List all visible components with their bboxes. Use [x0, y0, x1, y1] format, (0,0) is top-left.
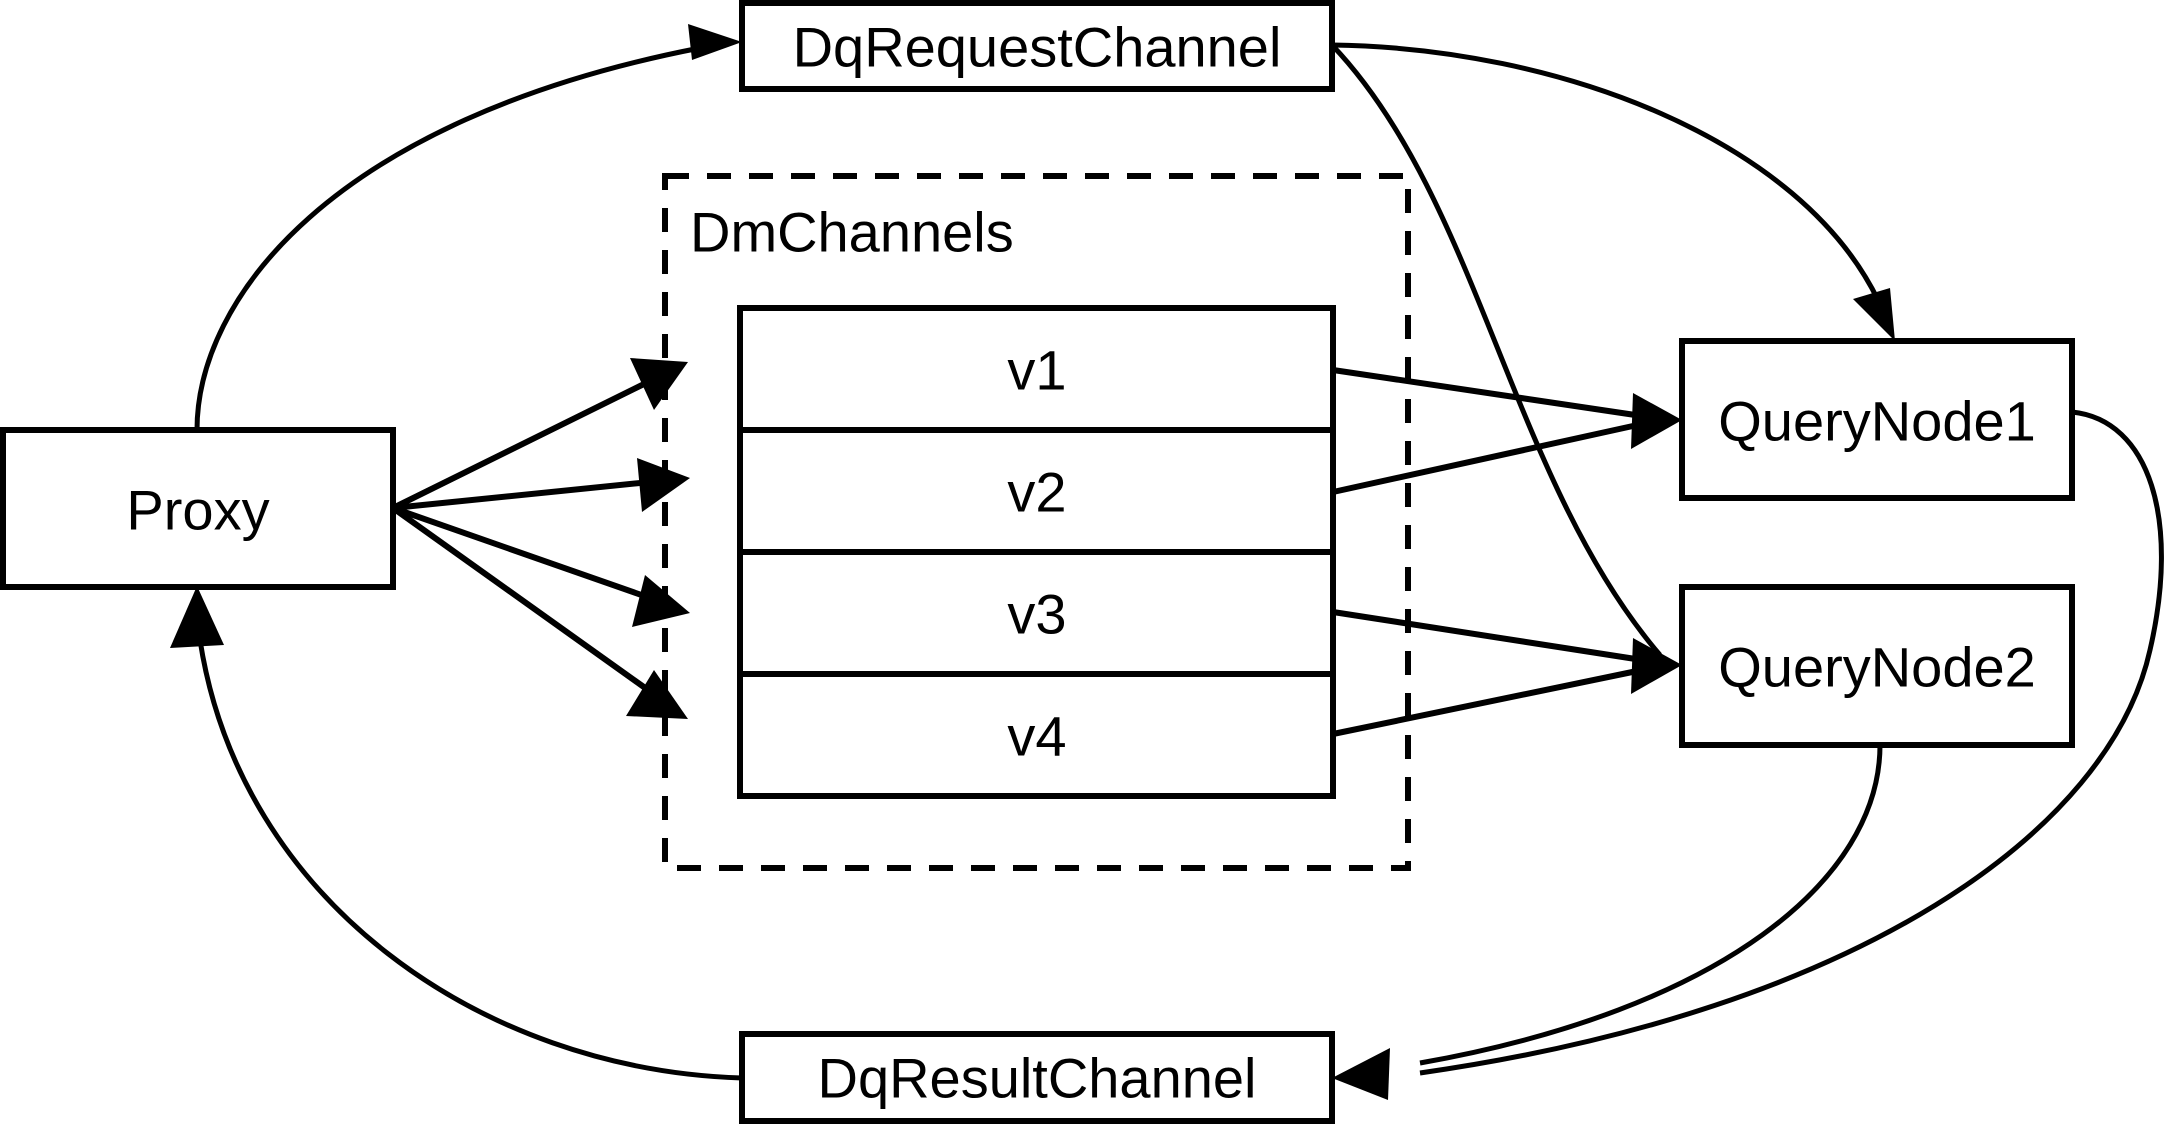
edge-dq-result-channel-to-proxy: [170, 586, 743, 1081]
edge-path: [392, 479, 651, 511]
edge-v2-to-query-node1: [1332, 393, 1682, 495]
dq-request-channel-box[interactable]: [739, 0, 1335, 92]
dm-channel-row-label: v2: [1007, 461, 1066, 524]
dm-channel-row-label: v3: [1007, 583, 1066, 646]
node-proxy[interactable]: Proxy: [0, 427, 396, 590]
dm-channels-group: DmChannels: [662, 173, 1411, 871]
dq-request-channel-label: DqRequestChannel: [793, 16, 1282, 79]
dq-result-channel-label: DqResultChannel: [818, 1047, 1257, 1110]
edge-v1-to-query-node1: [1332, 367, 1643, 419]
edge-path: [197, 639, 743, 1081]
arrowhead-icon: [1332, 1048, 1390, 1100]
query-node1-label: QueryNode1: [1718, 390, 2036, 453]
edge-dq-request-channel-to-query-node1: [1331, 42, 1895, 341]
edge-v3-to-query-node2: [1332, 609, 1643, 663]
edge-query-node1-to-dq-result-channel: [1419, 409, 2164, 1076]
edge-proxy-to-v3: [392, 505, 690, 627]
node-query-node2[interactable]: QueryNode2: [1679, 584, 2075, 748]
edge-path: [391, 379, 650, 511]
arrowhead-icon: [632, 575, 690, 627]
arrowhead-icon: [630, 358, 688, 410]
edge-path: [1419, 409, 2164, 1076]
arrowhead-icon: [170, 586, 224, 648]
edge-proxy-to-dq-request-channel: [194, 24, 742, 431]
edge-path: [1332, 609, 1643, 663]
node-dq-request-channel[interactable]: DqRequestChannel: [739, 0, 1335, 92]
arrowhead-icon: [637, 458, 690, 512]
arrowhead-icon: [1631, 393, 1682, 449]
dm-channels-table: v1 v2 v3 v4: [737, 305, 1336, 799]
arrowhead-icon: [626, 670, 688, 719]
query-node2-label: QueryNode2: [1718, 636, 2036, 699]
edge-proxy-to-v4: [391, 505, 688, 719]
dm-channel-row-label: v4: [1007, 705, 1066, 768]
edge-path: [194, 45, 701, 431]
edge-path: [1332, 367, 1643, 419]
dq-result-channel-box[interactable]: [739, 1031, 1335, 1124]
dm-channel-row-v3[interactable]: v3: [1007, 583, 1066, 646]
edge-path: [1331, 42, 1881, 302]
dm-channels-label: DmChannels: [690, 201, 1014, 264]
edge-dq-request-channel-to-query-node2: [1330, 43, 1662, 657]
arrowhead-icon: [1853, 288, 1895, 341]
proxy-box[interactable]: [0, 427, 396, 590]
node-query-node1[interactable]: QueryNode1: [1679, 338, 2075, 501]
edge-query-node2-to-dq-result-channel: [1332, 744, 1883, 1100]
edge-path: [392, 505, 651, 601]
arrowhead-icon: [688, 24, 742, 60]
edge-path: [1332, 421, 1643, 495]
proxy-label: Proxy: [126, 479, 269, 542]
dm-channel-row-v4[interactable]: v4: [1007, 705, 1066, 768]
edge-path: [1330, 43, 1662, 657]
edge-path: [1332, 667, 1643, 737]
dm-channel-row-label: v1: [1007, 339, 1066, 402]
edge-path: [391, 505, 650, 693]
query-node2-box[interactable]: [1679, 584, 2075, 748]
node-dq-result-channel[interactable]: DqResultChannel: [739, 1031, 1335, 1124]
dm-channels-border: [662, 173, 1411, 871]
edge-proxy-to-v1: [391, 358, 688, 511]
edge-path: [1419, 744, 1883, 1066]
arrowhead-icon: [1631, 638, 1682, 694]
dm-channel-row-v1[interactable]: v1: [1007, 339, 1066, 402]
dm-channel-row-v2[interactable]: v2: [1007, 461, 1066, 524]
query-node1-box[interactable]: [1679, 338, 2075, 501]
edge-proxy-to-v2: [392, 458, 690, 512]
edge-v4-to-query-node2: [1332, 638, 1682, 737]
